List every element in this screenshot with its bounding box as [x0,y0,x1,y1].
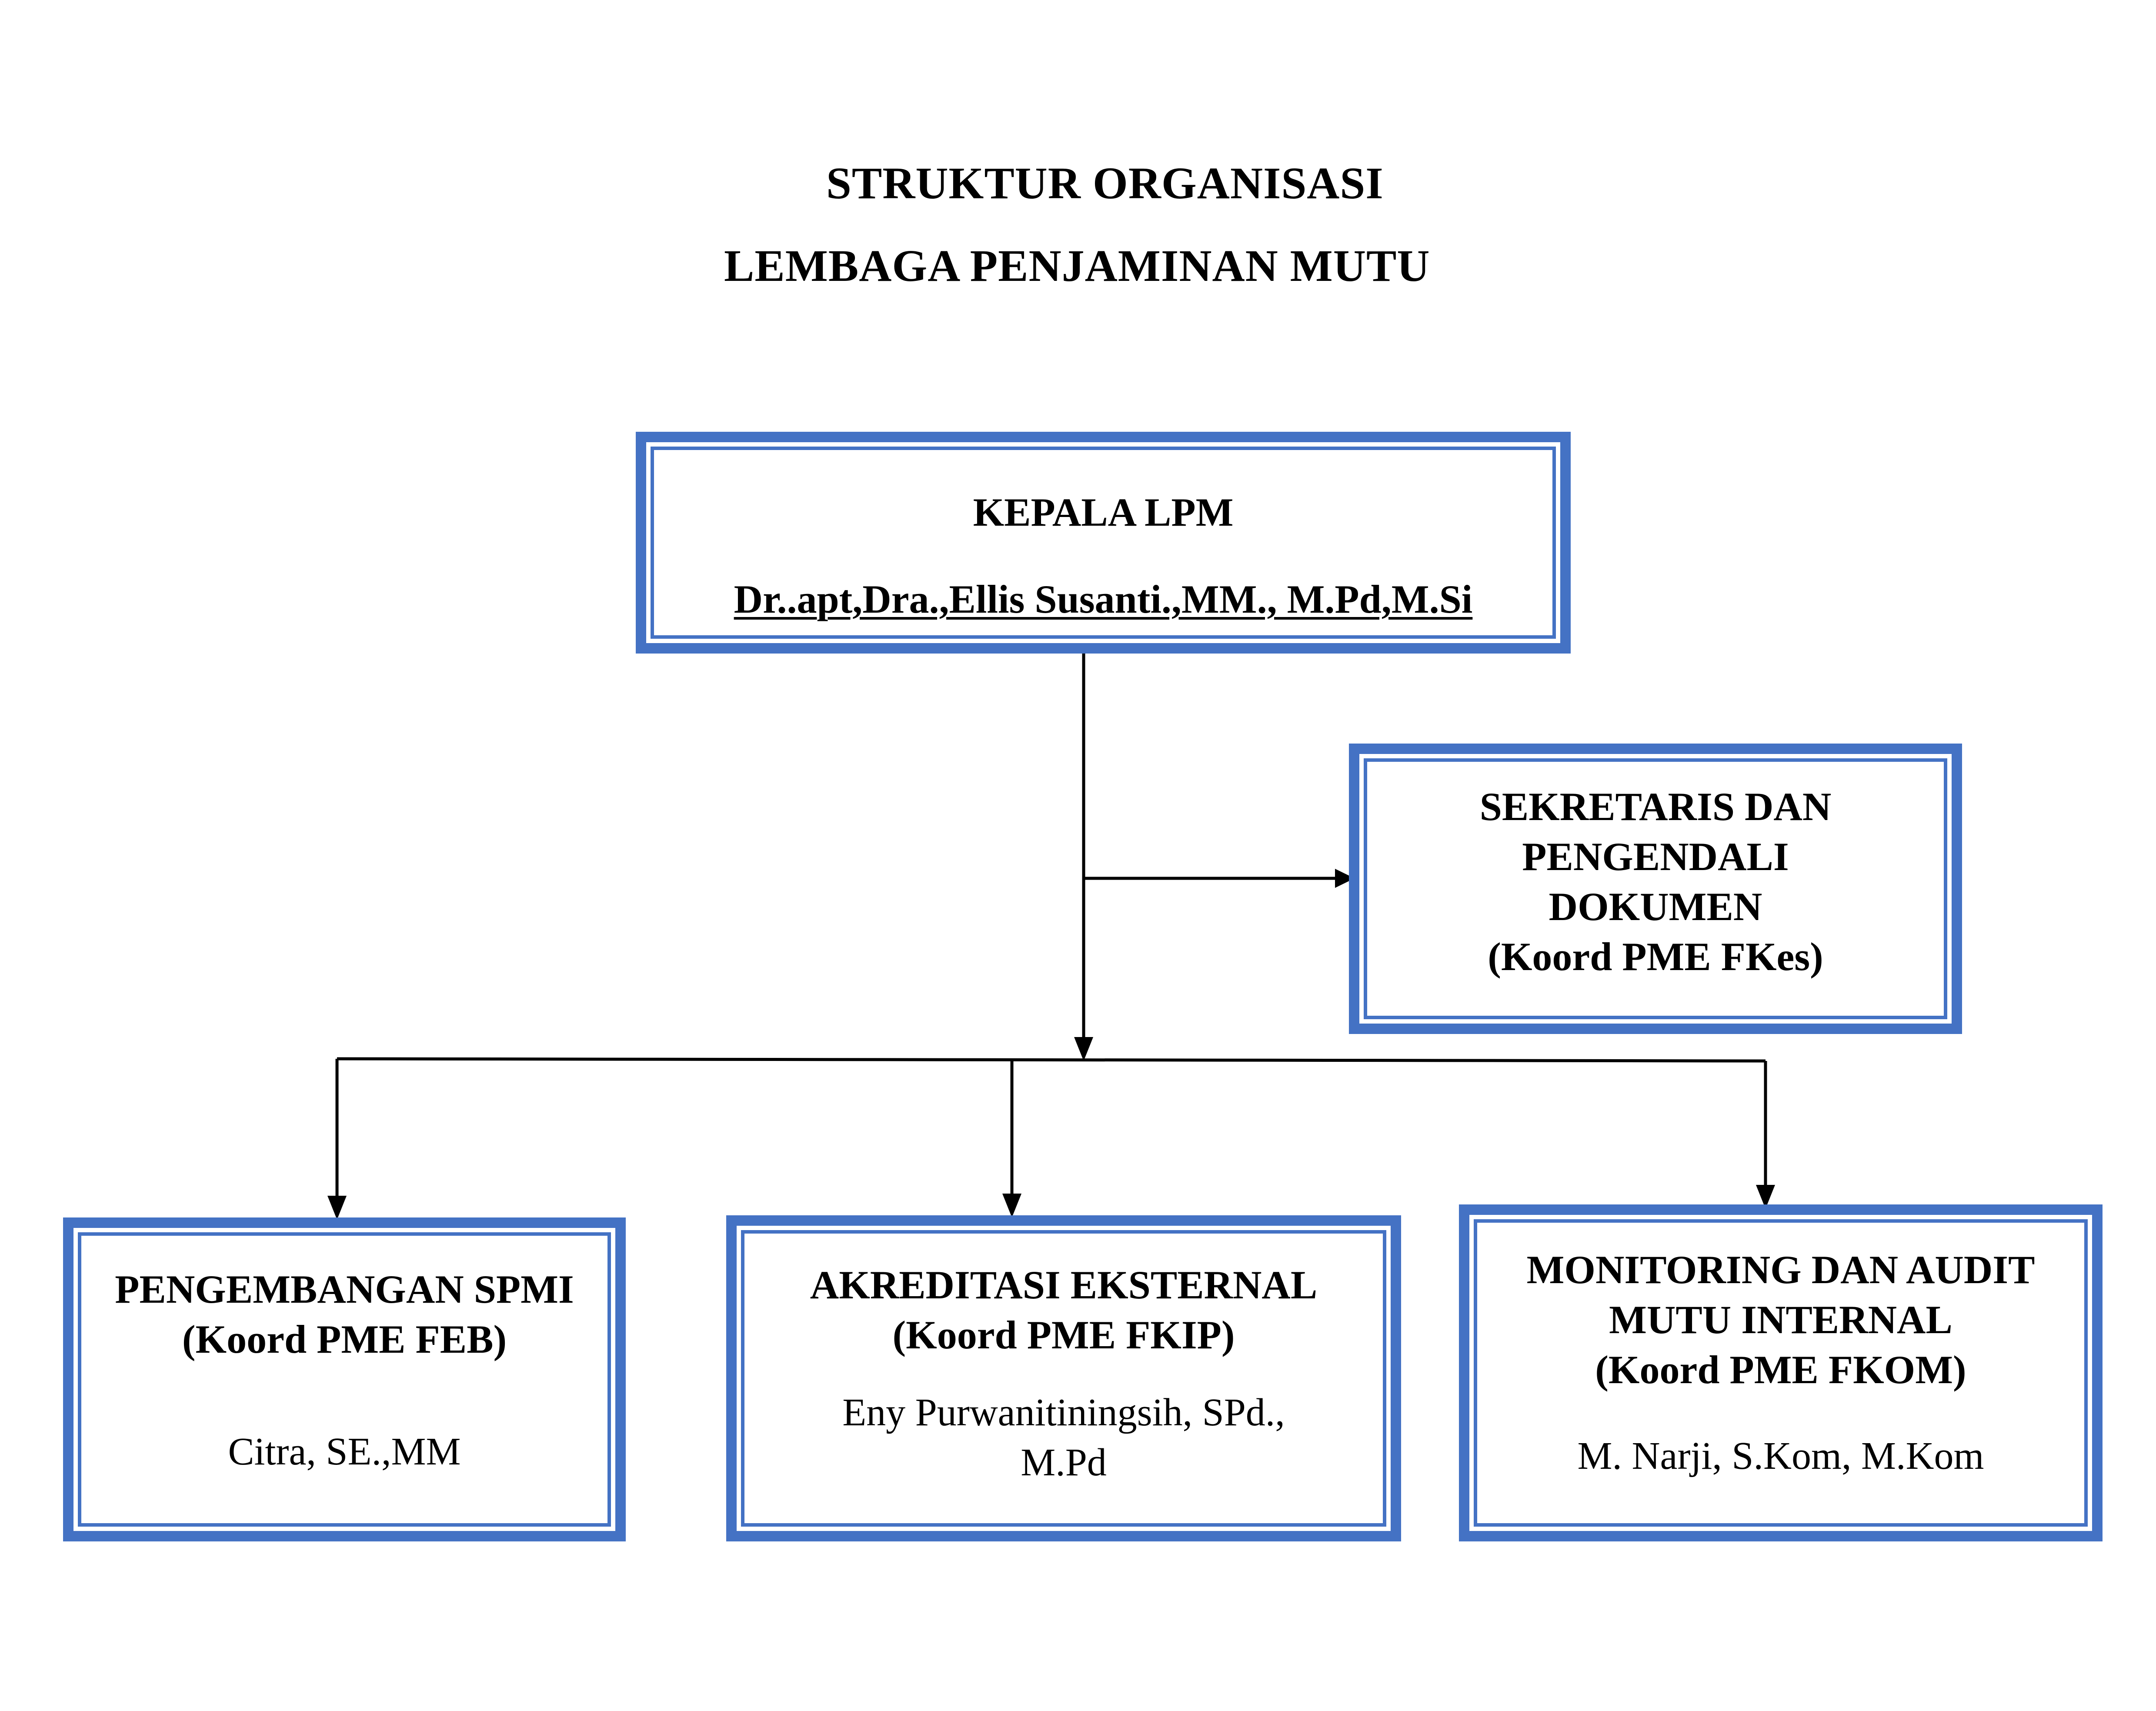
box-inner-border [651,447,1556,639]
connector-horizontal-bus [337,1057,1766,1063]
sekretaris-heading-line1: SEKRETARIS DAN [1479,784,1832,829]
box-inner-border [78,1232,611,1527]
monitoring-heading-line1: MONITORING DAN AUDIT [1526,1247,2035,1292]
monitoring-heading-line2: MUTU INTERNAL [1609,1297,1952,1342]
arrowhead-akreditasi [1002,1194,1021,1217]
sekretaris-heading-line4: (Koord PME FKes) [1488,934,1823,979]
akreditasi-name-line2: M.Pd [1021,1441,1107,1484]
monitoring-heading-line3: (Koord PME FKOM) [1595,1347,1966,1392]
akreditasi-heading-line1: AKREDITASI EKSTERNAL [810,1263,1318,1307]
box-sekretaris: SEKRETARIS DAN PENGENDALI DOKUMEN (Koord… [1349,744,1962,1034]
box-akreditasi-eksternal: AKREDITASI EKSTERNAL (Koord PME FKIP) En… [726,1215,1401,1541]
spmi-heading-line1: PENGEMBANGAN SPMI [115,1267,574,1311]
box-inner-border [741,1230,1386,1527]
arrowhead-spmi [327,1196,347,1220]
kepala-heading: KEPALA LPM [973,490,1234,534]
chart-title-line1: STRUKTUR ORGANISASI [826,158,1384,208]
akreditasi-name-line1: Eny Purwanitiningsih, SPd., [842,1391,1285,1434]
akreditasi-heading-line2: (Koord PME FKIP) [892,1313,1235,1357]
box-monitoring-audit: MONITORING DAN AUDIT MUTU INTERNAL (Koor… [1459,1204,2103,1541]
arrowhead-monitoring [1756,1185,1775,1209]
kepala-name: Dr..apt,Dra.,Ellis Susanti.,MM., M.Pd,M.… [734,577,1473,621]
box-inner-border [1364,758,1947,1019]
spmi-name: Citra, SE.,MM [228,1430,461,1473]
box-pengembangan-spmi: PENGEMBANGAN SPMI (Koord PME FEB) Citra,… [63,1217,626,1541]
sekretaris-heading-line2: PENGENDALI [1522,834,1789,879]
monitoring-name: M. Narji, S.Kom, M.Kom [1577,1434,1984,1478]
arrowhead-sekretaris [1335,869,1355,888]
chart-title-line2: LEMBAGA PENJAMINAN MUTU [724,241,1430,291]
box-inner-border [1474,1219,2088,1527]
spmi-heading-line2: (Koord PME FEB) [182,1317,507,1361]
box-kepala-lpm: KEPALA LPM Dr..apt,Dra.,Ellis Susanti.,M… [636,432,1571,654]
arrowhead-kepala-bus [1074,1037,1093,1061]
sekretaris-heading-line3: DOKUMEN [1549,884,1762,929]
